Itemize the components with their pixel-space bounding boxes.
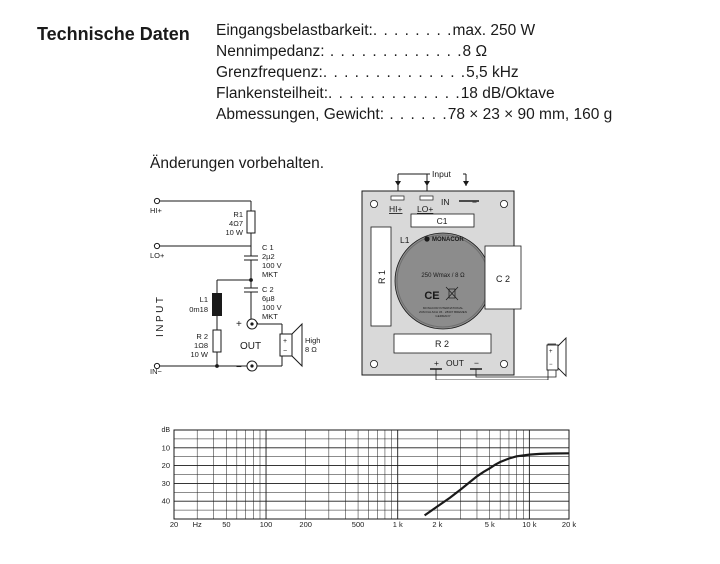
- r1-value: 4Ω7: [229, 219, 243, 228]
- section-heading: Technische Daten: [37, 24, 190, 44]
- speaker-impedance: 8 Ω: [305, 345, 317, 354]
- c1-voltage: 100 V: [262, 261, 282, 270]
- board-out-label: OUT: [446, 358, 464, 368]
- speaker-minus: −: [283, 348, 287, 355]
- spec-row: Grenzfrequenz:. . . . . . . . . . . . . …: [216, 62, 612, 83]
- schematic-lo-label: LO+: [150, 251, 165, 260]
- weee-bin-icon: [445, 286, 459, 301]
- spec-label: Abmessungen, Gewicht:: [216, 106, 385, 123]
- board-hi-label: HI+: [389, 204, 403, 214]
- schematic-input-label: INPUT: [155, 295, 166, 338]
- spec-dots: . . . . . . . . . . . . .: [324, 43, 463, 60]
- spec-dots: . . . . . . . . . . . . .: [328, 85, 461, 102]
- board-out-plus: +: [434, 358, 439, 368]
- spec-row: Eingangsbelastbarkeit:. . . . . . . .max…: [216, 20, 612, 41]
- speaker-label: High: [305, 336, 320, 345]
- spec-row: Nennimpedanz: . . . . . . . . . . . . .8…: [216, 41, 612, 62]
- schematic-in-minus-label: IN−: [150, 367, 163, 376]
- l1-value: 0m18: [189, 305, 208, 314]
- board-out-minus: −: [474, 358, 479, 368]
- board-in-label: IN: [441, 197, 450, 207]
- out-label: OUT: [240, 341, 261, 352]
- board-fine-print: ZUM FALSCH 36 · 28307 BREMEN: [419, 310, 467, 314]
- x-tick-label: 5 k: [485, 520, 495, 529]
- x-tick-label: 100: [260, 520, 273, 529]
- x-tick-label: 10 k: [522, 520, 536, 529]
- speaker-minus: −: [549, 362, 553, 368]
- c2-name: C 2: [262, 285, 274, 294]
- r1-name: R1: [233, 210, 243, 219]
- y-tick-label: 10: [162, 443, 170, 452]
- response-curve: [423, 452, 570, 517]
- x-tick-label: 50: [222, 520, 230, 529]
- l1-name: L1: [200, 295, 208, 304]
- board-r1-label: R 1: [377, 270, 387, 284]
- spec-dots: . . . . . .: [384, 106, 448, 123]
- x-tick-label: 2 k: [432, 520, 442, 529]
- c2-value: 6µ8: [262, 294, 275, 303]
- c2-voltage: 100 V: [262, 303, 282, 312]
- r1-power: 10 W: [225, 228, 243, 237]
- spec-row: Abmessungen, Gewicht: . . . . . .78 × 23…: [216, 104, 612, 125]
- board-input-label: Input: [432, 169, 452, 179]
- crossover-schematic: HI+ LO+ IN− INPUT R1 4Ω7 10 W L1 0m18 R …: [150, 197, 320, 376]
- x-tick-label: 1 k: [393, 520, 403, 529]
- spec-dots: . . . . . . . . . . . . . .: [322, 64, 467, 81]
- board-lo-label: LO+: [417, 204, 433, 214]
- speaker-plus: +: [283, 338, 287, 345]
- r2-power: 10 W: [190, 350, 208, 359]
- x-tick-label: 500: [352, 520, 365, 529]
- board-l1-label: L1: [400, 235, 410, 245]
- c1-name: C 1: [262, 243, 274, 252]
- board-brand: MONACOR: [432, 237, 464, 243]
- pcb-board-drawing: Input IN − HI+ LO+ C1 R 1 L1 MONACOR 250…: [361, 169, 567, 380]
- y-tick-label: 20: [162, 461, 170, 470]
- spec-label: Eingangsbelastbarkeit:: [216, 22, 373, 39]
- y-tick-label: 40: [162, 497, 170, 506]
- out-plus-label: +: [236, 319, 242, 330]
- board-ce-mark: CE: [424, 290, 439, 302]
- board-c2-label: C 2: [496, 274, 510, 284]
- spec-value: 18 dB/Oktave: [460, 85, 555, 102]
- spec-row: Flankensteilheit:. . . . . . . . . . . .…: [216, 83, 612, 104]
- board-fine-print: MONACOR INTERNATIONAL: [423, 306, 464, 310]
- board-rating: 250 Wmax / 8 Ω: [421, 273, 465, 279]
- board-in-minus: −: [472, 197, 477, 207]
- r2-name: R 2: [196, 332, 208, 341]
- y-axis-unit-label: dB: [161, 427, 170, 434]
- chart-grid: [173, 429, 570, 520]
- brand-logo-icon: [424, 236, 430, 242]
- board-c1-label: C1: [437, 216, 448, 226]
- c2-type: MKT: [262, 312, 278, 321]
- schematic-hi-label: HI+: [150, 206, 163, 215]
- c1-type: MKT: [262, 270, 278, 279]
- spec-value: 8 Ω: [462, 43, 488, 60]
- c1-value: 2µ2: [262, 252, 275, 261]
- spec-value: 78 × 23 × 90 mm, 160 g: [447, 106, 613, 123]
- spec-value: max. 250 W: [452, 22, 536, 39]
- spec-label: Flankensteilheit:: [216, 85, 329, 102]
- y-tick-label: 30: [162, 479, 170, 488]
- spec-value: 5,5 kHz: [466, 64, 519, 81]
- out-minus-label: −: [236, 362, 242, 373]
- spec-dots: . . . . . . . .: [372, 22, 453, 39]
- speaker-plus: +: [549, 349, 553, 355]
- x-tick-label: Hz: [193, 520, 202, 529]
- x-tick-label: 20: [170, 520, 178, 529]
- change-notice: Änderungen vorbehalten.: [150, 155, 325, 172]
- x-tick-label: 20 k: [562, 520, 576, 529]
- spec-label: Grenzfrequenz:: [216, 64, 323, 81]
- x-tick-label: 200: [299, 520, 312, 529]
- board-fine-print: GERMANY: [435, 314, 450, 318]
- spec-label: Nennimpedanz:: [216, 43, 325, 60]
- spec-list: Eingangsbelastbarkeit:. . . . . . . .max…: [216, 20, 612, 125]
- board-r2-label: R 2: [435, 339, 449, 349]
- r2-value: 1Ω8: [194, 341, 208, 350]
